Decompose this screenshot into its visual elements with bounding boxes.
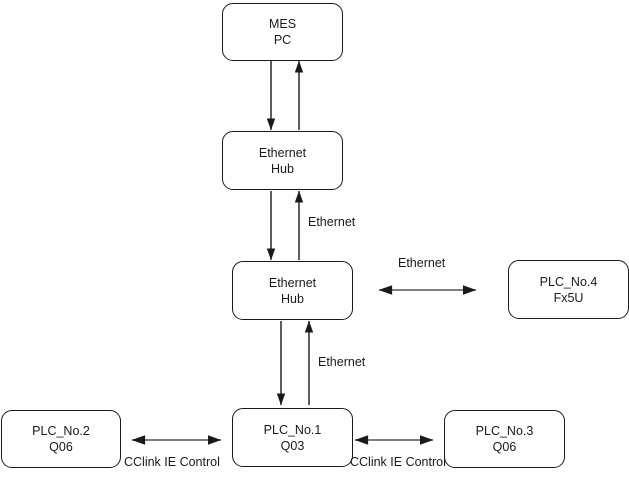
node-ethernet-hub-mid[interactable]: Ethernet Hub	[232, 261, 353, 320]
label-ethernet-hub-plc1: Ethernet	[318, 355, 366, 369]
node-plc-no4[interactable]: PLC_No.4 Fx5U	[508, 260, 629, 319]
node-plc-no4-line1: PLC_No.4	[539, 274, 598, 289]
node-plc-no3-line2: Q06	[492, 440, 517, 454]
node-mes-pc-line1: MES	[268, 17, 297, 31]
node-mes-pc[interactable]: MES PC	[222, 3, 343, 61]
node-ethernet-hub-top[interactable]: Ethernet Hub	[222, 131, 343, 190]
node-plc-no1-line2: Q03	[280, 438, 305, 453]
node-ethernet-hub-mid-line1: Ethernet	[268, 275, 317, 290]
node-mes-pc-line2: PC	[273, 33, 292, 47]
node-plc-no2-line1: PLC_No.2	[32, 424, 90, 438]
node-plc-no3-line1: PLC_No.3	[475, 424, 534, 438]
label-cclink-right: CClink IE Control	[350, 455, 446, 469]
node-plc-no1-line1: PLC_No.1	[263, 422, 322, 437]
node-ethernet-hub-top-line2: Hub	[271, 161, 294, 176]
node-ethernet-hub-top-line1: Ethernet	[258, 145, 307, 160]
label-ethernet-hub-hub: Ethernet	[308, 215, 356, 229]
node-plc-no1[interactable]: PLC_No.1 Q03	[232, 408, 353, 467]
node-plc-no4-line2: Fx5U	[553, 290, 584, 305]
label-cclink-left: CClink IE Control	[124, 455, 220, 469]
node-plc-no3[interactable]: PLC_No.3 Q06	[444, 410, 565, 468]
label-ethernet-plc4: Ethernet	[398, 256, 446, 270]
node-ethernet-hub-mid-line2: Hub	[281, 291, 304, 306]
node-plc-no2[interactable]: PLC_No.2 Q06	[1, 410, 121, 468]
node-plc-no2-line2: Q06	[49, 440, 73, 454]
